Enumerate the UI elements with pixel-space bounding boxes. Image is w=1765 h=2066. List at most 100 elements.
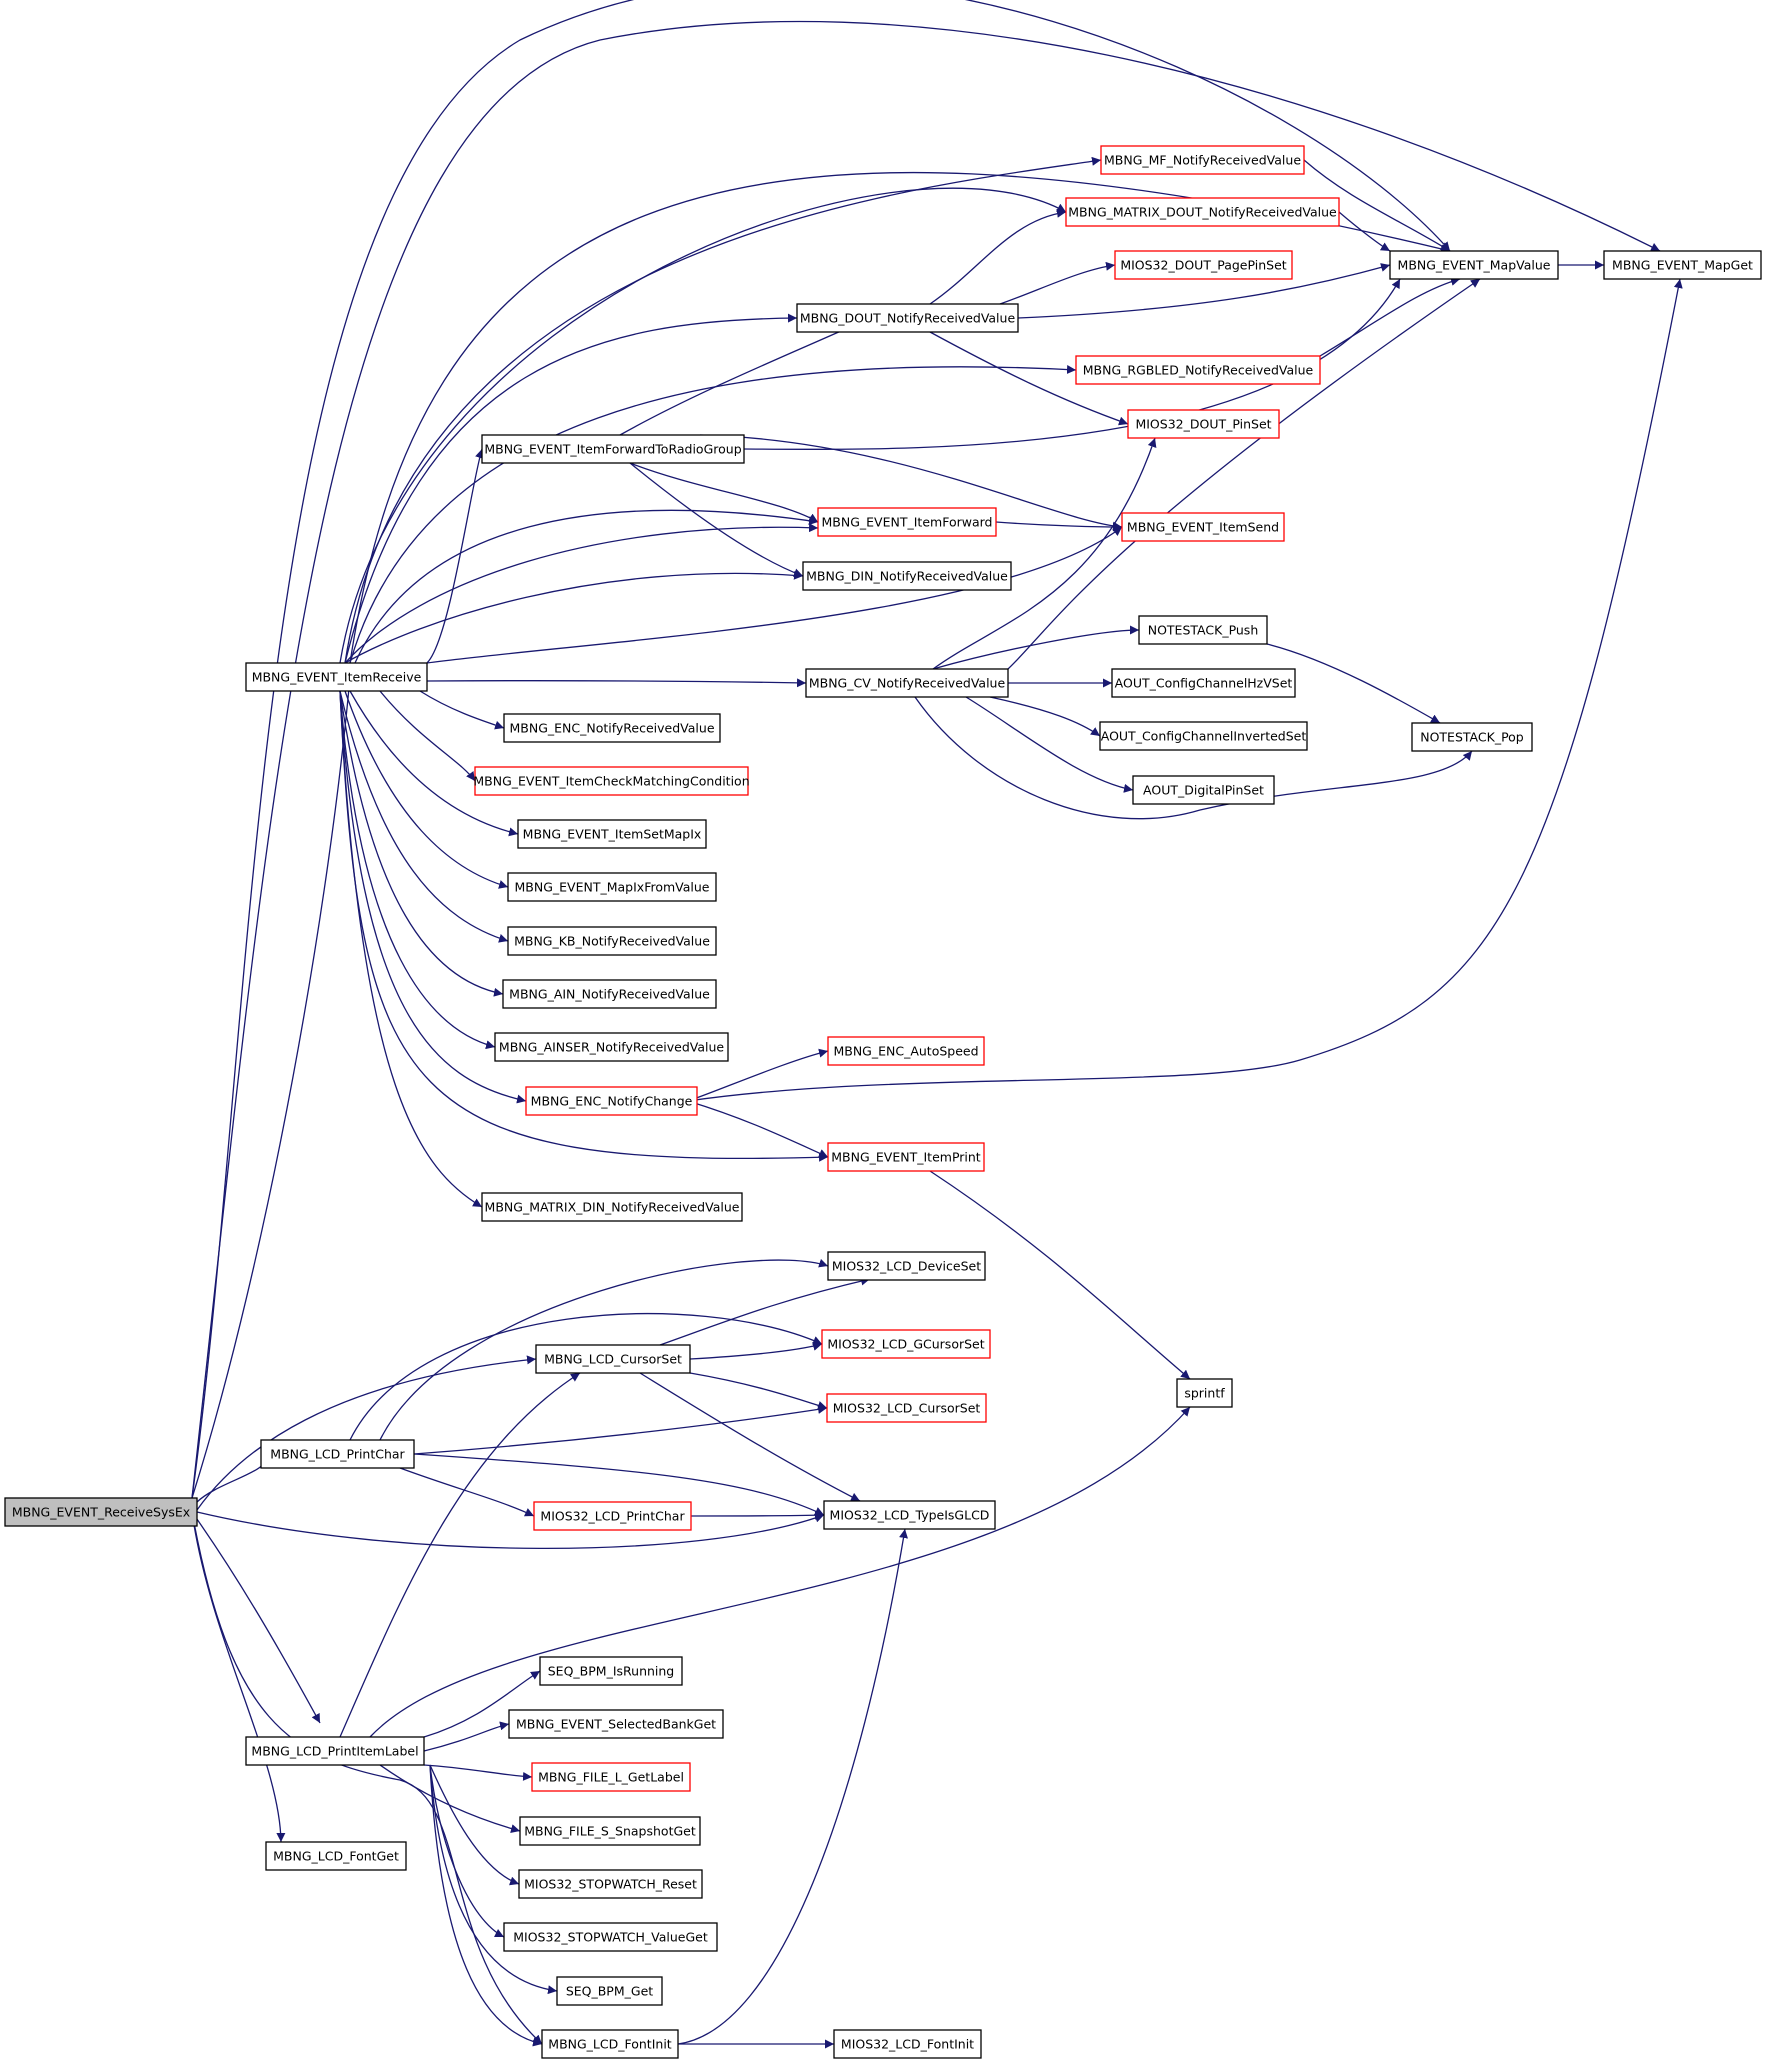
- function-node-stopwatch-valueget[interactable]: MIOS32_STOPWATCH_ValueGet: [503, 1922, 718, 1952]
- call-edge: [426, 678, 807, 688]
- node-label: MBNG_LCD_FontGet: [273, 1849, 399, 1864]
- node-box: [265, 1841, 407, 1871]
- function-node-mios-cursorset[interactable]: MIOS32_LCD_CursorSet: [826, 1393, 987, 1423]
- node-label: MBNG_MF_NotifyReceivedValue: [1104, 153, 1301, 168]
- function-node-aout-inverted[interactable]: AOUT_ConfigChannelInvertedSet: [1099, 721, 1308, 751]
- call-edge: [339, 690, 496, 1050]
- function-node-kb-notify[interactable]: MBNG_KB_NotifyReceivedValue: [507, 926, 717, 956]
- function-node-enc-notify[interactable]: MBNG_ENC_NotifyReceivedValue: [503, 713, 721, 743]
- function-node-aout-hzv[interactable]: AOUT_ConfigChannelHzVSet: [1111, 668, 1296, 698]
- node-box: [1121, 512, 1285, 542]
- function-node-sprintf[interactable]: sprintf: [1176, 1378, 1233, 1408]
- function-node-fwd-radio[interactable]: MBNG_EVENT_ItemForwardToRadioGroup: [481, 434, 745, 464]
- function-node-lcd-cursorset[interactable]: MBNG_LCD_CursorSet: [535, 1344, 691, 1374]
- node-box: [796, 303, 1019, 333]
- function-node-mios-typeisglcd[interactable]: MIOS32_LCD_TypeIsGLCD: [823, 1500, 996, 1530]
- node-label: MBNG_ENC_AutoSpeed: [833, 1044, 978, 1059]
- function-node-mios-printchar[interactable]: MIOS32_LCD_PrintChar: [533, 1501, 692, 1531]
- function-node-ainser-notify[interactable]: MBNG_AINSER_NotifyReceivedValue: [494, 1032, 729, 1062]
- node-box: [833, 2029, 982, 2059]
- call-edge: [419, 690, 505, 730]
- node-label: MBNG_RGBLED_NotifyReceivedValue: [1083, 363, 1314, 378]
- node-box: [503, 713, 721, 743]
- function-node-mios-fontinit[interactable]: MIOS32_LCD_FontInit: [833, 2029, 982, 2059]
- function-node-rgbled-notify[interactable]: MBNG_RGBLED_NotifyReceivedValue: [1075, 355, 1321, 385]
- function-node-check-matching[interactable]: MBNG_EVENT_ItemCheckMatchingCondition: [473, 766, 750, 796]
- function-node-item-print[interactable]: MBNG_EVENT_ItemPrint: [827, 1142, 985, 1172]
- node-box: [539, 1656, 683, 1686]
- call-edge: [629, 462, 819, 523]
- call-edge: [1007, 278, 1481, 670]
- function-node-lcd-printchar[interactable]: MBNG_LCD_PrintChar: [260, 1439, 415, 1469]
- function-node-item-send[interactable]: MBNG_EVENT_ItemSend: [1121, 512, 1285, 542]
- call-edge: [689, 1342, 823, 1360]
- function-node-lcd-printitemlabel[interactable]: MBNG_LCD_PrintItemLabel: [245, 1736, 425, 1766]
- function-node-matrix-dout-notify[interactable]: MBNG_MATRIX_DOUT_NotifyReceivedValue: [1065, 197, 1340, 227]
- node-label: NOTESTACK_Pop: [1420, 730, 1524, 745]
- function-node-receive-sysex[interactable]: MBNG_EVENT_ReceiveSysEx: [4, 1497, 198, 1527]
- call-edge: [344, 313, 798, 664]
- node-label: MIOS32_DOUT_PagePinSet: [1120, 258, 1286, 273]
- function-node-map-value[interactable]: MBNG_EVENT_MapValue: [1389, 250, 1559, 280]
- node-box: [507, 926, 717, 956]
- call-edge: [687, 1100, 829, 1158]
- call-edge: [1319, 277, 1461, 357]
- function-node-file-l-getlabel[interactable]: MBNG_FILE_L_GetLabel: [531, 1762, 691, 1792]
- function-node-stopwatch-reset[interactable]: MIOS32_STOPWATCH_Reset: [518, 1869, 703, 1899]
- function-node-mios-gcursorset[interactable]: MIOS32_LCD_GCursorSet: [821, 1329, 991, 1359]
- function-node-selected-bank-get[interactable]: MBNG_EVENT_SelectedBankGet: [508, 1709, 724, 1739]
- function-node-enc-notifychange[interactable]: MBNG_ENC_NotifyChange: [525, 1086, 698, 1116]
- function-node-din-notify[interactable]: MBNG_DIN_NotifyReceivedValue: [802, 561, 1012, 591]
- function-node-dout-pinset[interactable]: MIOS32_DOUT_PinSet: [1127, 409, 1280, 439]
- call-edge: [639, 1372, 861, 1502]
- function-node-cv-notify[interactable]: MBNG_CV_NotifyReceivedValue: [805, 668, 1009, 698]
- call-edge: [1338, 211, 1391, 252]
- function-node-matrix-din-notify[interactable]: MBNG_MATRIX_DIN_NotifyReceivedValue: [481, 1192, 743, 1222]
- node-box: [827, 1251, 986, 1281]
- function-node-item-forward[interactable]: MBNG_EVENT_ItemForward: [817, 507, 997, 537]
- node-box: [525, 1086, 698, 1116]
- call-edge: [619, 317, 871, 436]
- node-label: MBNG_MATRIX_DOUT_NotifyReceivedValue: [1068, 205, 1337, 220]
- node-box: [1138, 615, 1268, 645]
- node-label: MBNG_LCD_CursorSet: [544, 1352, 682, 1367]
- call-edge: [339, 1372, 581, 1738]
- function-node-enc-autospeed[interactable]: MBNG_ENC_AutoSpeed: [827, 1036, 985, 1066]
- call-edge: [995, 521, 1123, 532]
- function-node-item-receive[interactable]: MBNG_EVENT_ItemReceive: [245, 662, 428, 692]
- function-node-lcd-fontget[interactable]: MBNG_LCD_FontGet: [265, 1841, 407, 1871]
- function-node-aout-digitalpin[interactable]: AOUT_DigitalPinSet: [1132, 775, 1275, 805]
- function-node-file-s-snapshotget[interactable]: MBNG_FILE_S_SnapshotGet: [519, 1816, 701, 1846]
- function-node-dout-pagepinset[interactable]: MIOS32_DOUT_PagePinSet: [1114, 250, 1293, 280]
- node-label: AOUT_ConfigChannelHzVSet: [1115, 676, 1293, 691]
- node-label: MBNG_EVENT_ItemPrint: [831, 1150, 981, 1165]
- function-node-mapix-from-value[interactable]: MBNG_EVENT_MapIxFromValue: [507, 872, 717, 902]
- call-edge: [999, 261, 1116, 305]
- call-edge: [344, 156, 1102, 664]
- node-label: MBNG_KB_NotifyReceivedValue: [514, 934, 710, 949]
- function-node-notestack-pop[interactable]: NOTESTACK_Pop: [1411, 722, 1533, 752]
- call-edge: [191, 1511, 543, 2045]
- function-node-mios-deviceset[interactable]: MIOS32_LCD_DeviceSet: [827, 1251, 986, 1281]
- node-label: MBNG_AINSER_NotifyReceivedValue: [499, 1040, 724, 1055]
- call-edge: [423, 1670, 541, 1738]
- function-node-map-get[interactable]: MBNG_EVENT_MapGet: [1603, 250, 1762, 280]
- function-node-ain-notify[interactable]: MBNG_AIN_NotifyReceivedValue: [502, 979, 717, 1009]
- node-label: MBNG_EVENT_ItemForwardToRadioGroup: [484, 442, 741, 457]
- function-node-dout-notify[interactable]: MBNG_DOUT_NotifyReceivedValue: [796, 303, 1019, 333]
- function-node-notestack-push[interactable]: NOTESTACK_Push: [1138, 615, 1268, 645]
- function-node-lcd-fontinit[interactable]: MBNG_LCD_FontInit: [541, 2029, 679, 2059]
- node-label: MBNG_LCD_FontInit: [548, 2037, 672, 2052]
- node-box: [494, 1032, 729, 1062]
- node-label: NOTESTACK_Push: [1148, 623, 1259, 638]
- function-node-mf-notify[interactable]: MBNG_MF_NotifyReceivedValue: [1100, 145, 1305, 175]
- node-box: [1114, 250, 1293, 280]
- call-edge: [426, 448, 484, 664]
- call-edge: [339, 690, 504, 997]
- function-node-seq-bpm-get[interactable]: SEQ_BPM_Get: [556, 1976, 663, 2006]
- function-node-set-mapix[interactable]: MBNG_EVENT_ItemSetMapIx: [517, 819, 707, 849]
- call-edge: [629, 462, 804, 578]
- node-label: MIOS32_LCD_DeviceSet: [832, 1259, 981, 1274]
- function-node-seq-bpm-isrunning[interactable]: SEQ_BPM_IsRunning: [539, 1656, 683, 1686]
